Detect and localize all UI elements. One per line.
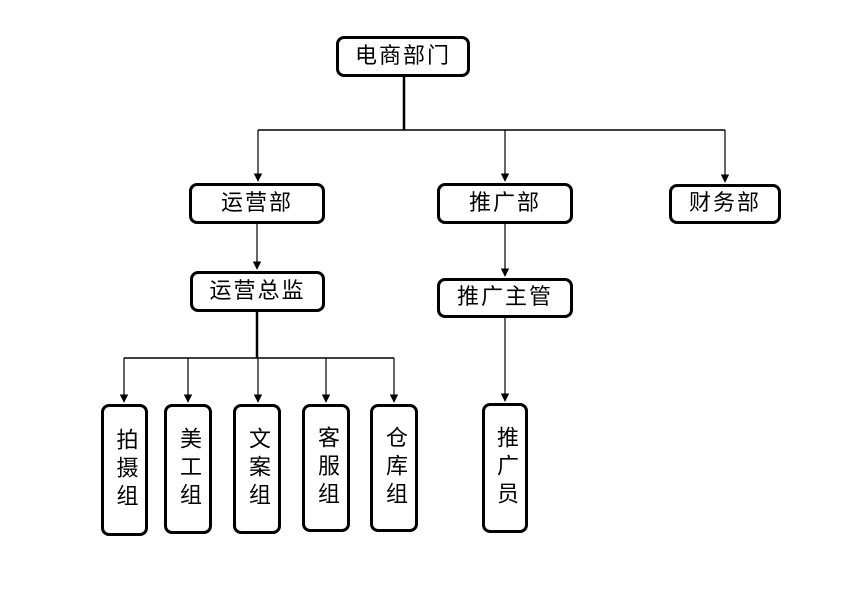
node-promo-supervisor: 推广主管: [437, 278, 573, 318]
node-root: 电商部门: [336, 36, 470, 77]
node-photo-group: 拍摄组: [101, 404, 148, 536]
node-copy-group: 文案组: [233, 404, 281, 534]
node-ops-director: 运营总监: [190, 271, 325, 312]
node-promo-dept: 推广部: [437, 183, 573, 224]
node-finance-dept: 财务部: [669, 184, 781, 224]
node-warehouse-group: 仓库组: [370, 404, 418, 532]
node-ops-dept: 运营部: [189, 183, 325, 224]
node-art-group: 美工组: [164, 404, 212, 534]
node-promoter: 推广员: [482, 403, 528, 533]
node-service-group: 客服组: [302, 404, 350, 532]
